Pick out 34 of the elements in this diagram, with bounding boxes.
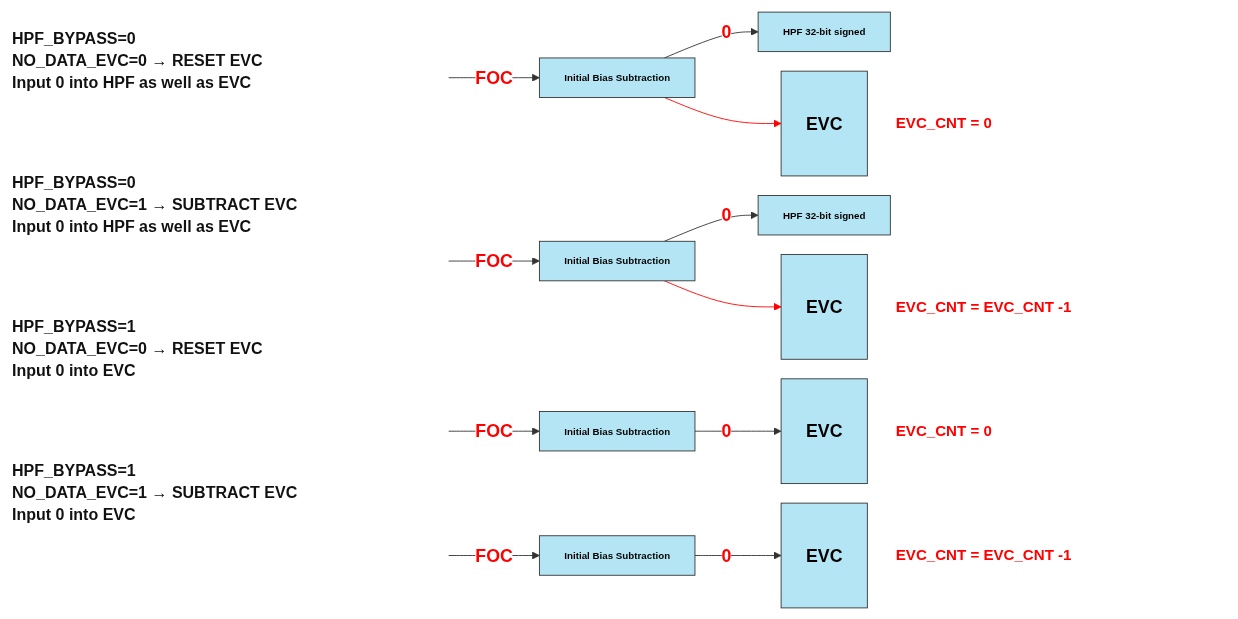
node-box: EVC bbox=[780, 502, 868, 608]
node-box: Initial Bias Subtraction bbox=[538, 57, 696, 98]
node-label: EVC_CNT = 0 bbox=[895, 422, 992, 439]
edge-label: FOC bbox=[475, 420, 513, 441]
note-text: NO_DATA_EVC=1 → SUBTRACT EVC bbox=[12, 484, 299, 502]
edge-label: 0 bbox=[721, 420, 732, 441]
node-box: Initial Bias Subtraction bbox=[538, 534, 696, 576]
note-text: HPF_BYPASS=0 bbox=[12, 30, 137, 48]
note-text: Input 0 into HPF as well as EVC bbox=[12, 74, 253, 92]
node-box: EVC bbox=[780, 70, 868, 176]
note-text: NO_DATA_EVC=1 → SUBTRACT EVC bbox=[12, 196, 299, 214]
edge-label: 0 bbox=[721, 204, 732, 225]
node-label: EVC_CNT = EVC_CNT -1 bbox=[895, 297, 1072, 315]
note-text: Input 0 into EVC bbox=[12, 506, 137, 524]
node-box: EVC bbox=[780, 377, 868, 484]
note-text: Input 0 into HPF as well as EVC bbox=[12, 218, 253, 236]
note-text: HPF_BYPASS=1 bbox=[12, 318, 137, 336]
edge-label: 0 bbox=[721, 21, 732, 42]
note-text: NO_DATA_EVC=0 → RESET EVC bbox=[12, 340, 264, 358]
edge-label: 0 bbox=[721, 545, 732, 565]
node-label: EVC_CNT = EVC_CNT -1 bbox=[895, 546, 1072, 564]
edge-label: FOC bbox=[475, 545, 513, 565]
node-box: EVC bbox=[780, 253, 868, 360]
note-text: HPF_BYPASS=1 bbox=[12, 462, 137, 480]
note-text: NO_DATA_EVC=0 → RESET EVC bbox=[12, 52, 264, 70]
node-box: Initial Bias Subtraction bbox=[538, 240, 696, 281]
node-label: EVC_CNT = 0 bbox=[895, 114, 992, 132]
node-box: HPF 32-bit signed bbox=[757, 11, 891, 52]
note-text: HPF_BYPASS=0 bbox=[12, 174, 137, 192]
node-box: Initial Bias Subtraction bbox=[538, 410, 696, 451]
node-box: HPF 32-bit signed bbox=[757, 194, 891, 235]
note-text: Input 0 into EVC bbox=[12, 362, 137, 380]
edge-label: FOC bbox=[475, 67, 513, 87]
edge-label: FOC bbox=[475, 250, 513, 271]
